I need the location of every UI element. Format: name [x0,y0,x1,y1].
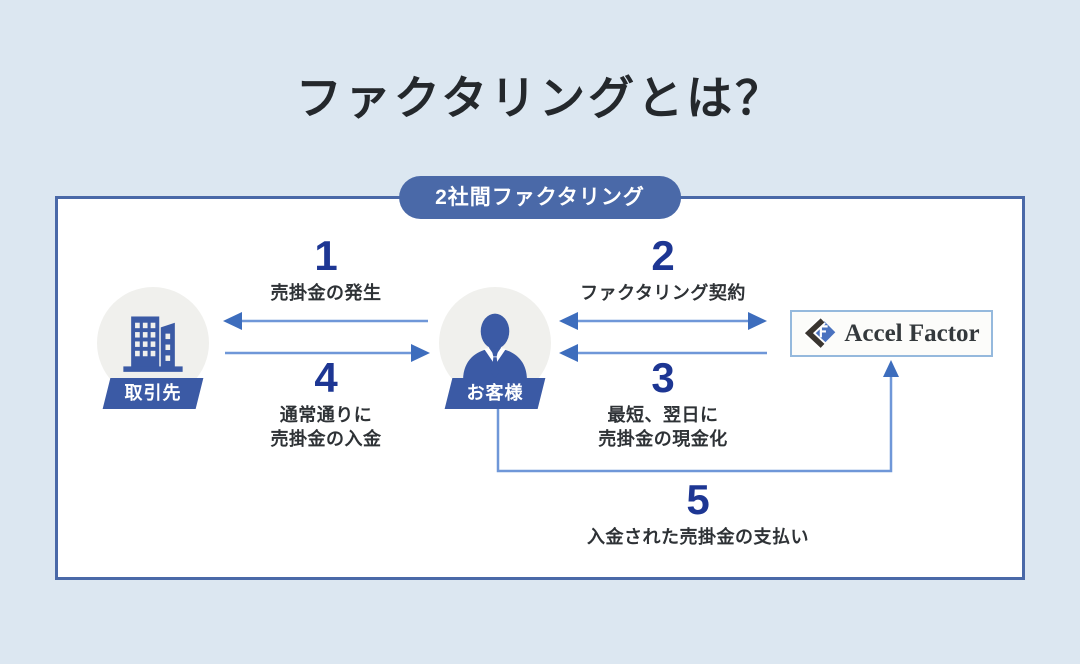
person-icon [463,313,527,380]
flow-arrows [223,312,899,473]
step-2-label: ファクタリング契約 [580,283,746,303]
step-1: 1 売掛金の発生 [226,235,426,305]
actor-client-label: 取引先 [124,383,182,403]
accel-factor-logo-box: Accel Factor [790,310,993,357]
actor-customer-label: お客様 [466,383,524,403]
step-1-label: 売掛金の発生 [270,283,382,303]
step-5-number: 5 [686,476,710,523]
step-2: 2 ファクタリング契約 [563,235,763,305]
step-5: 5 入金された売掛金の支払い [548,479,848,549]
step-5-label: 入金された売掛金の支払い [587,527,809,547]
step-4: 4 通常通りに 売掛金の入金 [226,357,426,452]
step-3-number: 3 [651,354,675,401]
accelfactor-mark-icon [803,316,836,349]
step-3-label: 最短、翌日に 売掛金の現金化 [598,405,728,450]
scheme-badge: 2社間ファクタリング [399,176,681,219]
step-3: 3 最短、翌日に 売掛金の現金化 [563,357,763,452]
actor-customer-tag: お客様 [444,378,546,409]
arrow-step3-icon [559,344,767,362]
arrow-step5-icon [496,360,899,473]
page-title: ファクタリングとは？ [295,72,785,124]
step-4-label: 通常通りに 売掛金の入金 [270,405,382,450]
actor-client-tag: 取引先 [102,378,204,409]
actor-customer: お客様 [439,287,551,409]
arrow-step1-icon [223,312,428,330]
actor-client: 取引先 [97,287,209,409]
building-icon [123,316,183,372]
arrow-step4-icon [225,344,430,362]
accel-factor-brand: Accel Factor [844,319,980,347]
step-2-number: 2 [651,232,675,279]
step-1-number: 1 [314,232,338,279]
diagram-panel: 2社間ファクタリング [55,176,1025,580]
step-4-number: 4 [314,354,338,401]
arrow-step2-icon [559,312,767,330]
